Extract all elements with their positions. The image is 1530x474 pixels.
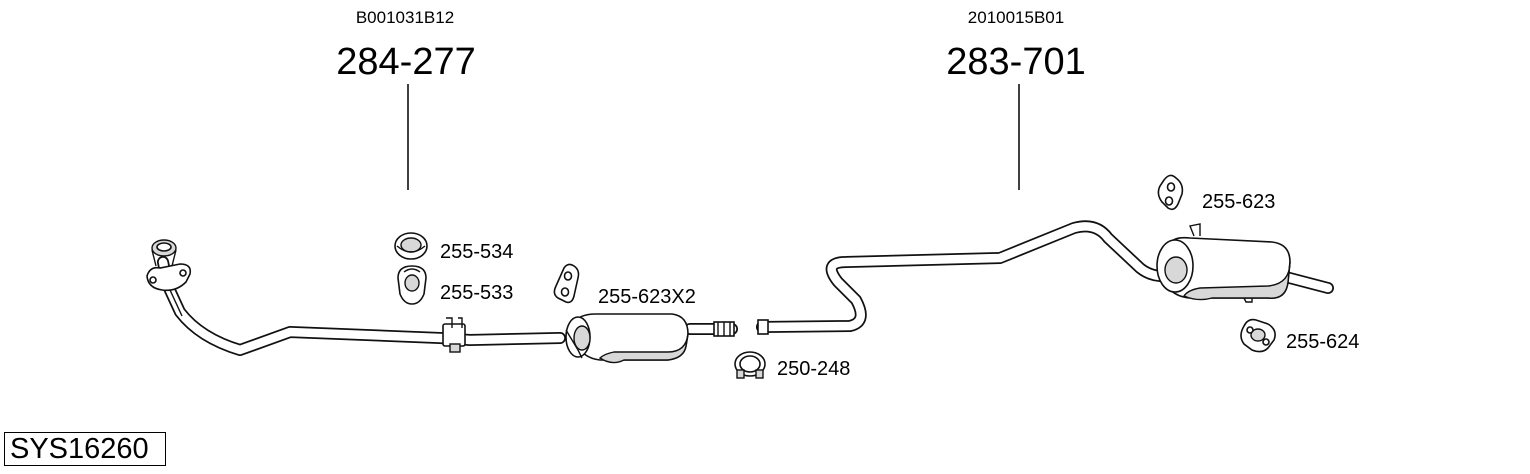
clamp-ring-icon bbox=[734, 351, 766, 379]
assembly-2-number: 283-701 bbox=[946, 41, 1085, 83]
rubber-ring-icon bbox=[394, 232, 428, 260]
pipe-clamp-icon bbox=[442, 317, 466, 353]
assembly-1-number: 284-277 bbox=[336, 41, 475, 83]
front-flange-icon bbox=[146, 239, 192, 292]
rear-mount-icon bbox=[1240, 318, 1276, 353]
part-label-255-623: 255-623 bbox=[1202, 191, 1275, 213]
assembly-1-ref: B001031B12 bbox=[356, 8, 454, 27]
part-label-255-624: 255-624 bbox=[1286, 331, 1359, 353]
part-label-255-623x2: 255-623X2 bbox=[598, 286, 696, 308]
part-label-250-248: 250-248 bbox=[777, 358, 850, 380]
rear-pipe bbox=[756, 220, 1178, 335]
rear-hanger-icon bbox=[1157, 174, 1184, 211]
front-muffler bbox=[565, 313, 738, 364]
part-label-255-534: 255-534 bbox=[440, 241, 513, 263]
front-pipe bbox=[157, 256, 566, 356]
assembly-2-ref: 2010015B01 bbox=[968, 8, 1064, 27]
rubber-hanger-icon bbox=[553, 263, 580, 304]
part-label-255-533: 255-533 bbox=[440, 282, 513, 304]
rubber-mount-icon bbox=[397, 265, 427, 305]
rear-muffler bbox=[1156, 223, 1334, 303]
system-id-box: SYS16260 bbox=[4, 432, 166, 466]
